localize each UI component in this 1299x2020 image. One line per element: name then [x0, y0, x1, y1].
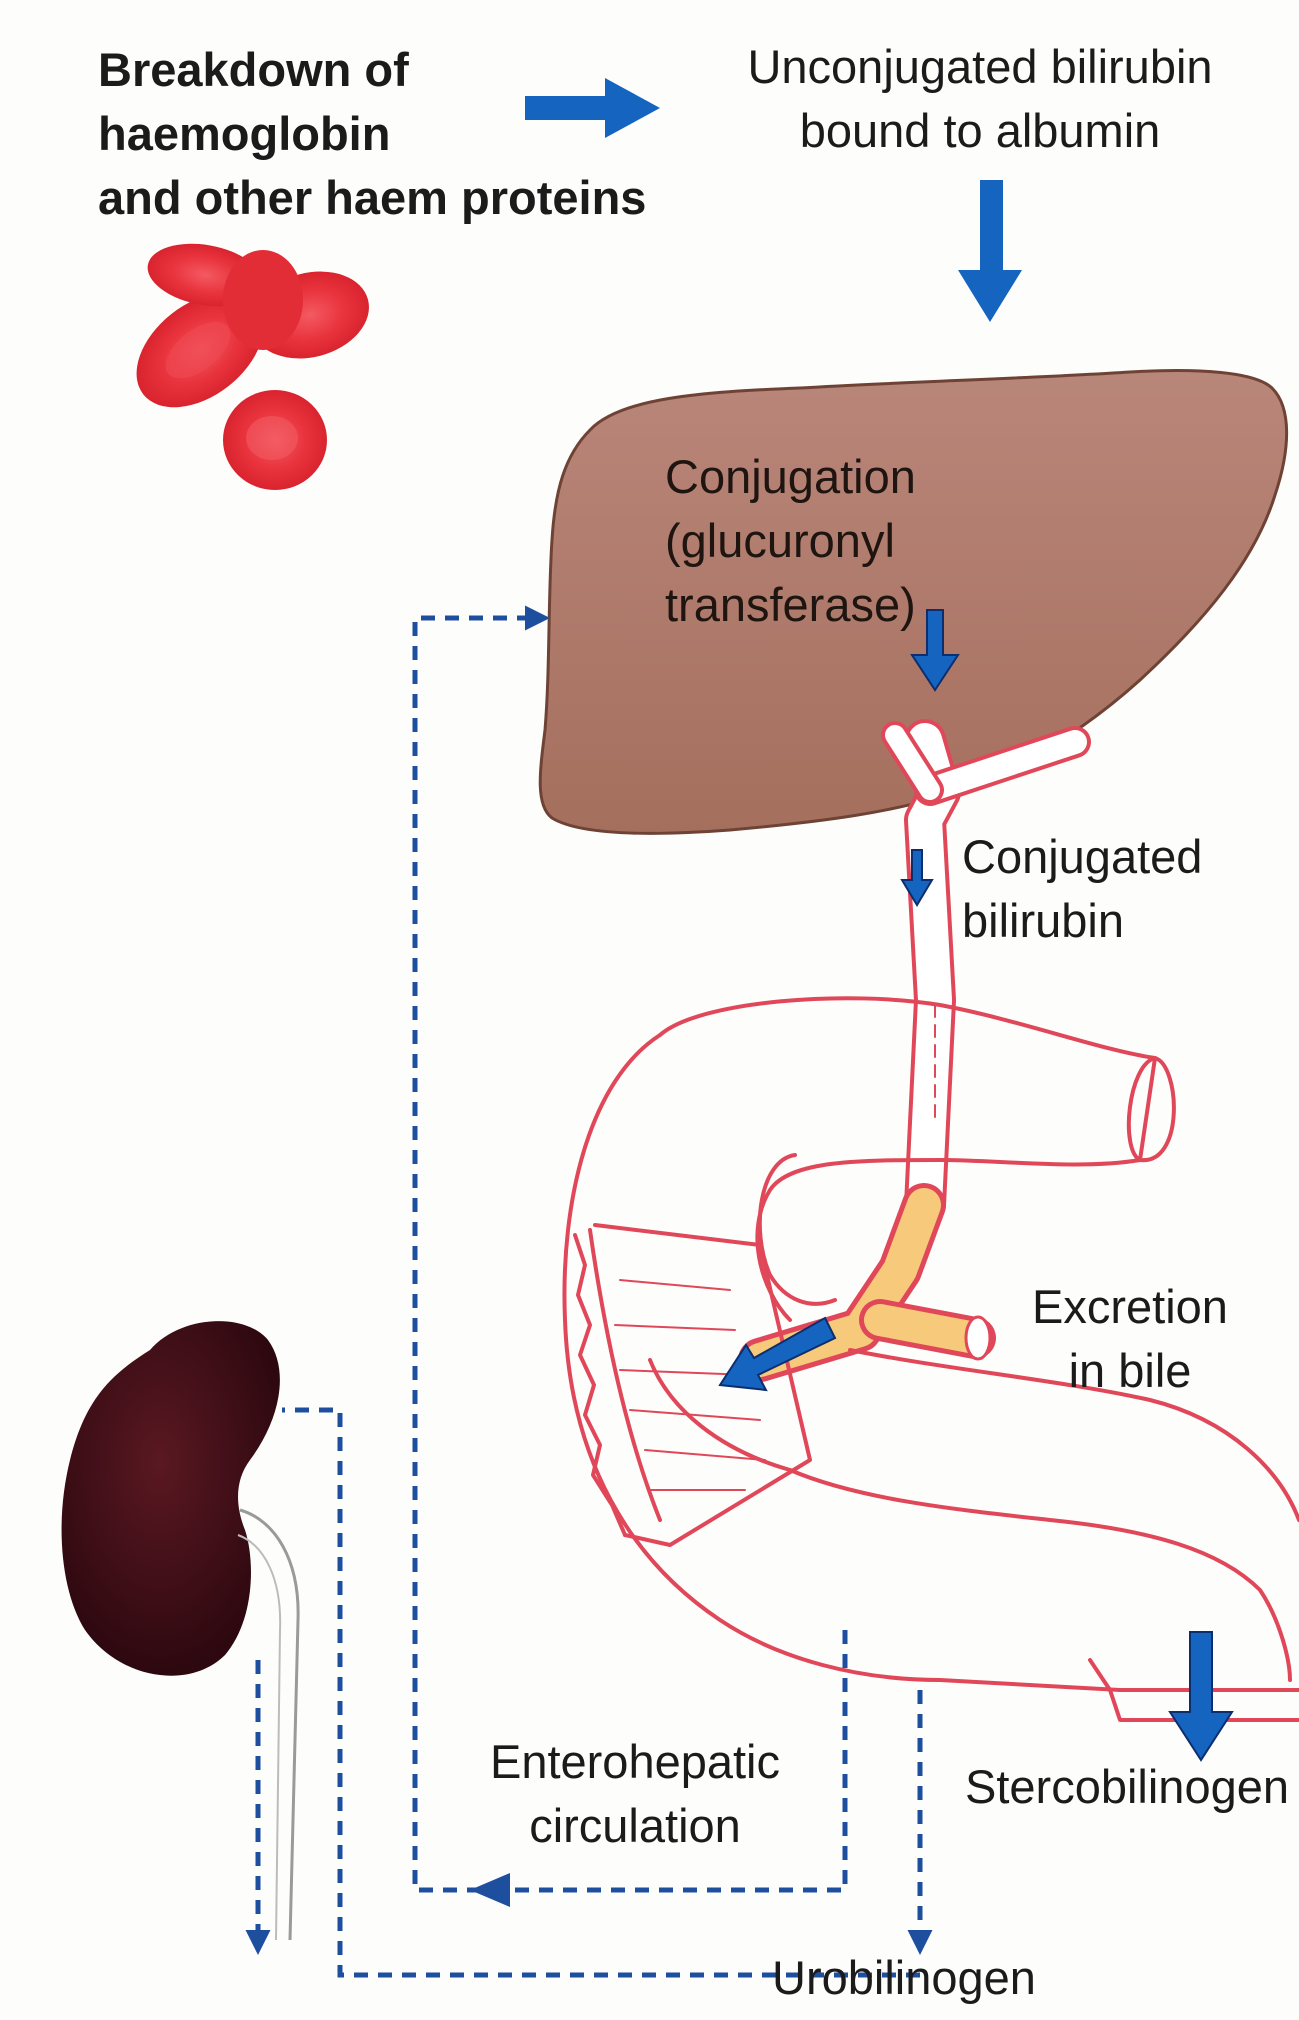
excretion-line-2: in bile: [1030, 1339, 1230, 1403]
arrow-stercobilinogen: [1170, 1632, 1232, 1760]
stercobilinogen-text: Stercobilinogen: [965, 1755, 1289, 1819]
unconjugated-line-1: Unconjugated bilirubin: [700, 35, 1260, 99]
unconjugated-line-2: bound to albumin: [700, 99, 1260, 163]
excretion-label: Excretion in bile: [1030, 1275, 1230, 1403]
excretion-line-1: Excretion: [1030, 1275, 1230, 1339]
enterohepatic-line-2: circulation: [460, 1794, 810, 1858]
breakdown-line-3: and other haem proteins: [98, 166, 646, 230]
stercobilinogen-label: Stercobilinogen: [965, 1755, 1289, 1819]
urobilinogen-label: Urobilinogen: [772, 1946, 1036, 2010]
kidney-icon: [62, 1321, 299, 1940]
conjugation-line-2: (glucuronyl: [665, 509, 916, 573]
enterohepatic-label: Enterohepatic circulation: [460, 1730, 810, 1858]
conjugated-bilirubin-label: Conjugated bilirubin: [962, 825, 1202, 953]
red-blood-cells-icon: [115, 235, 379, 490]
conjugation-label: Conjugation (glucuronyl transferase): [665, 445, 916, 637]
enterohepatic-line-1: Enterohepatic: [460, 1730, 810, 1794]
arrow-unconjugated-to-liver: [958, 180, 1022, 322]
unconjugated-label: Unconjugated bilirubin bound to albumin: [700, 35, 1260, 163]
conjugated-line-2: bilirubin: [962, 889, 1202, 953]
urobilinogen-text: Urobilinogen: [772, 1946, 1036, 2010]
breakdown-line-1: Breakdown of: [98, 38, 646, 102]
enterohepatic-arrowhead: [470, 1873, 510, 1907]
conjugated-line-1: Conjugated: [962, 825, 1202, 889]
breakdown-line-2: haemoglobin: [98, 102, 646, 166]
conjugation-line-1: Conjugation: [665, 445, 916, 509]
conjugation-line-3: transferase): [665, 573, 916, 637]
breakdown-label: Breakdown of haemoglobin and other haem …: [98, 38, 646, 230]
